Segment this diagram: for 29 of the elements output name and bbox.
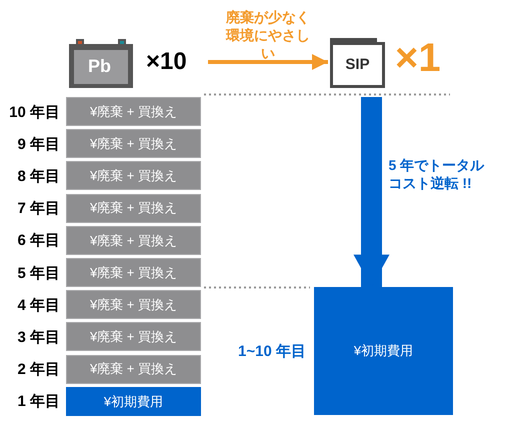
year-label: 2 年目	[17, 360, 60, 380]
arrow	[208, 54, 328, 70]
cost-bar: ¥初期費用	[66, 386, 201, 416]
cost-block: ¥初期費用	[314, 287, 453, 415]
year-label: 9 年目	[17, 134, 60, 155]
cost-bar: ¥廃棄 + 買換え	[66, 194, 201, 223]
year-label: 1 年目	[17, 392, 60, 412]
cost-bar: ¥廃棄 + 買換え	[66, 226, 201, 255]
year-label: 5 年目	[17, 264, 60, 284]
cost-bar: ¥廃棄 + 買換え	[66, 129, 201, 158]
quantity-label: ×1	[395, 36, 441, 80]
arrow	[354, 97, 390, 287]
year-label: 10 年目	[9, 102, 60, 122]
cost-bar: ¥廃棄 + 買換え	[66, 322, 201, 352]
year-label: 6 年目	[17, 231, 60, 252]
cost-bar: ¥廃棄 + 買換え	[66, 161, 201, 190]
year-label: 1~10 年目	[238, 342, 306, 362]
quantity-label: ×10	[146, 47, 187, 77]
year-label: 7 年目	[17, 199, 60, 220]
edge-label: 廃棄が少なく環境にやさしい	[224, 8, 311, 62]
year-label: 3 年目	[17, 328, 60, 348]
year-label: 8 年目	[17, 166, 60, 187]
cost-bar: ¥廃棄 + 買換え	[66, 258, 201, 287]
cost-bar: ¥廃棄 + 買換え	[66, 290, 201, 320]
edge-label: 5 年でトータルコスト逆転 !!	[388, 156, 486, 192]
battery-label: Pb	[88, 55, 112, 77]
cost-bar: ¥廃棄 + 買換え	[66, 354, 201, 384]
year-label: 4 年目	[17, 296, 60, 316]
cost-bar: ¥廃棄 + 買換え	[66, 97, 201, 126]
